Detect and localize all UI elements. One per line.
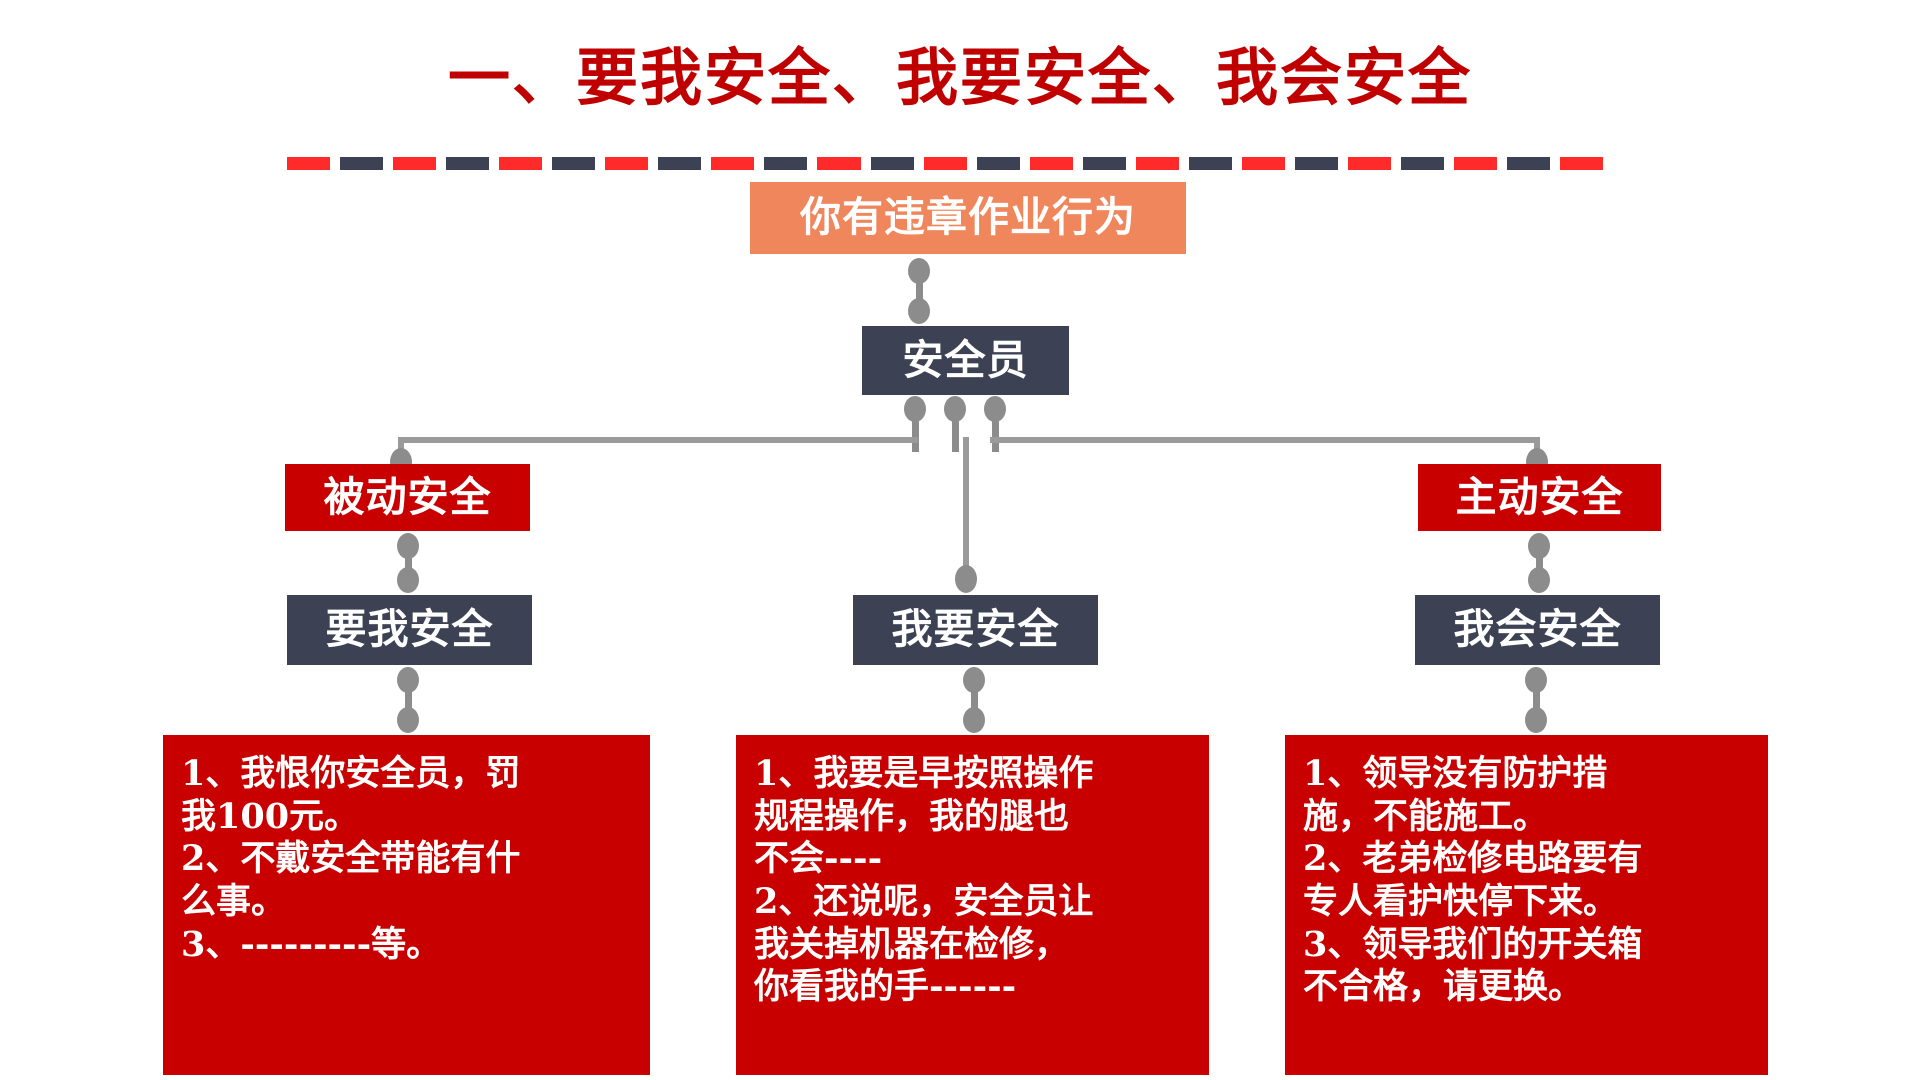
rule-dash-red xyxy=(393,157,437,170)
connector-stem xyxy=(1535,553,1543,573)
connector-dot-top xyxy=(397,533,419,559)
rule-dash-red xyxy=(287,157,331,170)
connector-dot-top xyxy=(908,258,930,284)
connector-stem xyxy=(1532,687,1540,713)
connector-dot-bottom xyxy=(1528,567,1550,593)
connector-stem xyxy=(970,687,978,713)
rule-dash-red xyxy=(1135,157,1179,170)
connector-attitude-to-detail-right xyxy=(1525,667,1547,733)
detail-line: 么事。 xyxy=(181,881,287,923)
connector-officer-stub-center xyxy=(944,396,966,452)
detail-line: 你看我的手------ xyxy=(754,966,1017,1008)
connector-violation-to-officer xyxy=(908,258,930,324)
detail-line: 3、领导我们的开关箱 xyxy=(1303,923,1643,965)
connector-dot-center xyxy=(955,565,977,593)
detail-line: 1、领导没有防护措 xyxy=(1303,753,1608,794)
node-you-want-me-safe[interactable]: 要我安全 xyxy=(287,595,532,665)
detail-line: 我关掉机器在检修， xyxy=(754,923,1070,965)
detail-line: 2、还说呢，安全员让 xyxy=(754,881,1094,923)
page-title: 一、要我安全、我要安全、我会安全 xyxy=(447,41,1472,114)
connector-bus-right xyxy=(990,437,1540,443)
rule-dash-navy xyxy=(340,157,384,170)
dashed-rule xyxy=(287,157,1604,170)
rule-dash-red xyxy=(923,157,967,170)
connector-dot-top xyxy=(1525,667,1547,693)
detail-panel-center: 1、我要是早按照操作规程操作，我的腿也不会----2、还说呢，安全员让我关掉机器… xyxy=(736,735,1209,1075)
rule-dash-navy xyxy=(1294,157,1338,170)
rule-dash-navy xyxy=(870,157,914,170)
connector-stem xyxy=(951,416,959,452)
rule-dash-red xyxy=(711,157,755,170)
node-i-can-be-safe[interactable]: 我会安全 xyxy=(1415,595,1660,665)
detail-panel-passive: 1、我恨你安全员，罚我100元。2、不戴安全带能有什么事。3、---------… xyxy=(163,735,650,1075)
node-passive-safety[interactable]: 被动安全 xyxy=(285,464,530,531)
rule-dash-red xyxy=(817,157,861,170)
connector-bus-left xyxy=(398,437,918,443)
connector-dot-bottom xyxy=(1525,707,1547,733)
node-violation-behavior[interactable]: 你有违章作业行为 xyxy=(750,182,1186,254)
connector-active-to-attitude xyxy=(1528,533,1550,593)
detail-line: 我100元。 xyxy=(181,795,360,837)
rule-dash-red xyxy=(1029,157,1073,170)
detail-line: 规程操作，我的腿也 xyxy=(754,795,1070,837)
connector-dot-top xyxy=(904,396,926,422)
rule-dash-navy xyxy=(1400,157,1445,170)
detail-panel-active: 1、领导没有防护措施，不能施工。2、老弟检修电路要有专人看护快停下来。3、领导我… xyxy=(1285,735,1768,1075)
connector-dot-top xyxy=(984,396,1006,422)
detail-line: 2、不戴安全带能有什 xyxy=(181,838,521,880)
rule-dash-navy xyxy=(552,157,596,170)
connector-dot-bottom xyxy=(908,298,930,324)
connector-dot-top xyxy=(963,667,985,693)
connector-stem xyxy=(911,416,919,452)
rule-dash-red xyxy=(499,157,543,170)
node-i-want-safe[interactable]: 我要安全 xyxy=(853,595,1098,665)
detail-line: 不会---- xyxy=(754,838,883,880)
connector-dot-bottom xyxy=(963,707,985,733)
connector-attitude-to-detail-center xyxy=(963,667,985,733)
rule-dash-red xyxy=(1347,157,1391,170)
connector-dot-top xyxy=(397,667,419,693)
rule-dash-navy xyxy=(976,157,1020,170)
detail-line: 施，不能施工。 xyxy=(1303,795,1549,837)
connector-stem xyxy=(404,553,412,573)
rule-dash-red xyxy=(1560,157,1604,170)
detail-line: 1、我要是早按照操作 xyxy=(754,753,1094,794)
rule-dash-navy xyxy=(1507,157,1551,170)
connector-drop-center xyxy=(963,437,969,585)
rule-dash-navy xyxy=(658,157,702,170)
connector-attitude-to-detail-left xyxy=(397,667,419,733)
connector-dot-top xyxy=(944,396,966,422)
rule-dash-navy xyxy=(764,157,808,170)
connector-officer-stub-left xyxy=(904,396,926,452)
detail-line: 3、---------等。 xyxy=(181,923,442,965)
node-active-safety[interactable]: 主动安全 xyxy=(1418,464,1661,531)
connector-stem xyxy=(404,687,412,713)
rule-dash-navy xyxy=(1082,157,1126,170)
rule-dash-red xyxy=(605,157,649,170)
node-safety-officer[interactable]: 安全员 xyxy=(862,326,1069,395)
rule-dash-red xyxy=(1241,157,1285,170)
detail-line: 2、老弟检修电路要有 xyxy=(1303,838,1643,880)
rule-dash-navy xyxy=(1188,157,1232,170)
rule-dash-red xyxy=(1454,157,1498,170)
connector-officer-stub-right xyxy=(984,396,1006,452)
connector-stem xyxy=(915,278,923,304)
detail-line: 专人看护快停下来。 xyxy=(1303,881,1619,923)
rule-dash-navy xyxy=(446,157,490,170)
connector-stem xyxy=(991,416,999,452)
connector-dot-top xyxy=(1528,533,1550,559)
connector-dot-bottom xyxy=(397,707,419,733)
connector-passive-to-attitude xyxy=(397,533,419,593)
detail-line: 1、我恨你安全员，罚 xyxy=(181,753,521,794)
connector-dot-bottom xyxy=(397,567,419,593)
detail-line: 不合格，请更换。 xyxy=(1303,966,1584,1008)
